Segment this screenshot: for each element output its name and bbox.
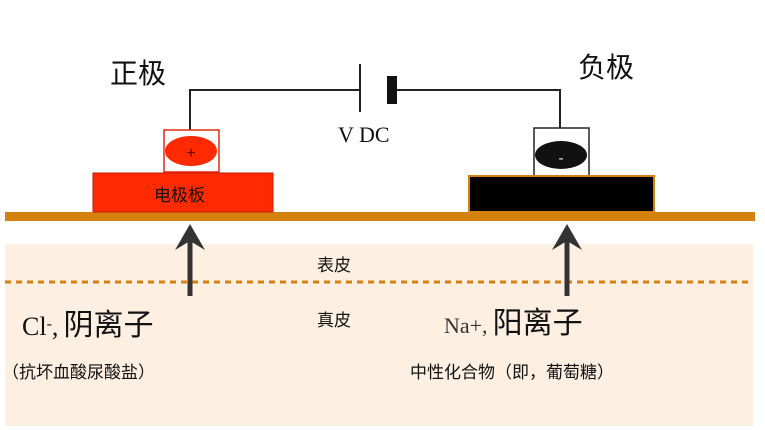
- arrow-right-head: [552, 224, 582, 250]
- negative-electrode-disc: [535, 141, 587, 169]
- anion-symbol: Cl: [22, 312, 47, 341]
- anion-separator: ,: [51, 312, 59, 341]
- power-label: V DC: [338, 122, 390, 147]
- wire-positive: [189, 89, 360, 130]
- anion-label: Cl-, 阴离子: [22, 300, 154, 344]
- arrow-left-head: [175, 224, 205, 250]
- cation-symbol: Na+,: [444, 313, 488, 338]
- anion-name: 阴离子: [63, 308, 154, 343]
- anion-note: （抗坏血酸尿酸盐）: [2, 363, 155, 383]
- skin-surface: [5, 212, 755, 221]
- positive-electrode-title: 正极: [110, 57, 167, 90]
- cation-name: 阳离子: [492, 306, 583, 341]
- cation-note: 中性化合物（即，葡萄糖）: [410, 363, 614, 383]
- positive-symbol: +: [186, 145, 195, 162]
- battery-plate-short: [387, 76, 397, 104]
- negative-symbol: -: [558, 150, 563, 167]
- positive-electrode-disc: [165, 136, 217, 166]
- positive-electrode-pad: [92, 172, 274, 213]
- dermis-label: 真皮: [317, 311, 351, 331]
- wire-negative: [392, 89, 561, 130]
- pad-label: 电极板: [154, 186, 205, 206]
- epidermis-label: 表皮: [317, 256, 351, 276]
- negative-electrode-pad: [468, 175, 655, 213]
- cation-label: Na+, 阳离子: [444, 298, 583, 342]
- anion-charge: -: [46, 315, 52, 333]
- negative-electrode-title: 负极: [578, 51, 635, 84]
- skin-region: [5, 244, 753, 426]
